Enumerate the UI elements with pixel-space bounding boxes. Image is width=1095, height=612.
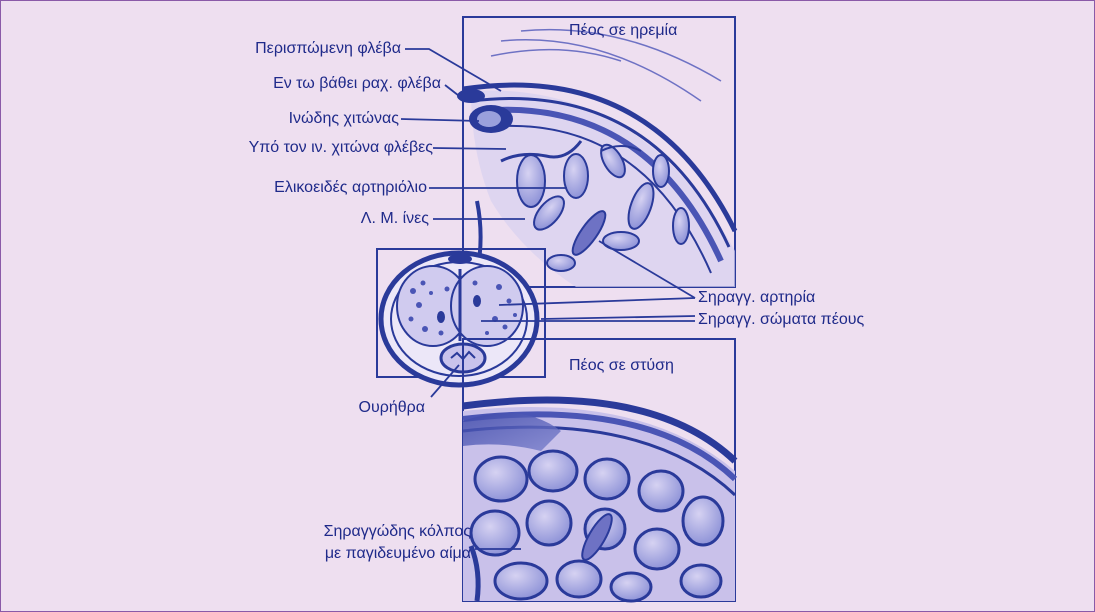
rest-panel-title: Πέος σε ηρεμία [569,22,677,40]
label-smooth-muscle: Λ. Μ. ίνες [301,210,429,228]
cross-section [377,249,545,385]
rest-panel [457,17,735,287]
leader-corpora-cavernosa-b [541,316,695,319]
label-helicine-arteriole: Ελικοειδές αρτηριόλιο [191,179,427,197]
label-corpora-cavernosa: Σηραγγ. σώματα πέους [698,311,864,329]
label-sinus-line1: Σηραγγώδης κόλπος [221,523,471,541]
erection-panel [463,339,735,601]
label-urethra: Ουρήθρα [301,399,425,417]
label-deep-dorsal-vein: Εν τω βάθει ραχ. φλέβα [191,75,441,93]
label-circumflex-vein: Περισπώμενη φλέβα [195,40,401,58]
label-subtunical-veins: Υπό τον ιν. χιτώνα φλέβες [171,139,433,157]
erection-panel-title: Πέος σε στύση [569,357,674,375]
label-sinus-line2: με παγιδευμένο αίμα [221,545,471,563]
leader-subtunical-veins [433,148,506,149]
label-cavernous-artery: Σηραγγ. αρτηρία [698,289,815,307]
label-tunica-albuginea: Ινώδης χιτώνας [231,110,399,128]
leader-tunica-albuginea [401,119,479,121]
